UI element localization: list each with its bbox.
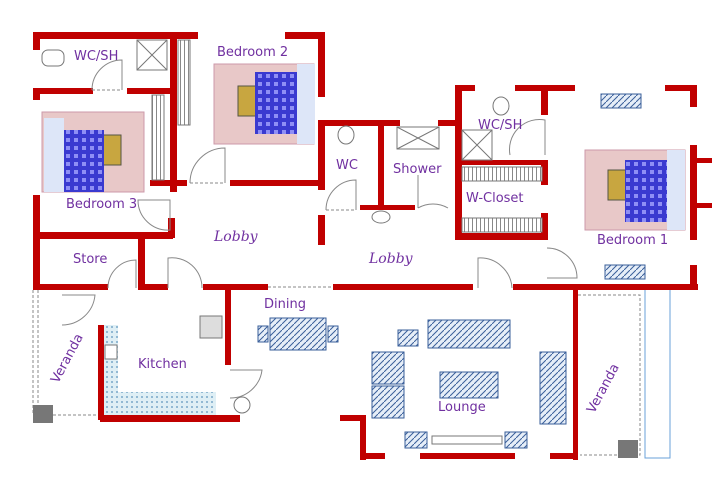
toilet-icon <box>41 49 65 67</box>
dining-table <box>257 317 339 351</box>
room-label-wc: WC <box>336 158 358 173</box>
stove-icon <box>199 315 223 339</box>
closet-rails <box>151 39 543 233</box>
bench-icons <box>600 93 646 280</box>
door-thresholds <box>92 89 356 288</box>
room-label-w-closet: W-Closet <box>466 191 524 206</box>
bed-bedroom-3 <box>41 111 145 193</box>
room-labels: WC/SH Bedroom 2 Bedroom 3 WC Shower WC/SH W-Cl… <box>48 45 668 416</box>
room-label-dining: Dining <box>264 297 306 312</box>
walls <box>33 32 712 460</box>
basin-icon <box>233 396 251 414</box>
room-label-shower: Shower <box>393 162 442 177</box>
toilet-icon <box>337 125 355 145</box>
sink-icon <box>104 344 118 360</box>
veranda-outlines <box>32 290 671 459</box>
room-label-lobby-right: Lobby <box>368 251 414 267</box>
basin-icon <box>371 210 391 224</box>
bed-bedroom-2 <box>213 63 315 145</box>
bed-bedroom-1 <box>584 149 686 231</box>
room-label-veranda-left: Veranda <box>48 331 86 385</box>
fixtures <box>41 39 543 233</box>
doors <box>61 59 578 399</box>
room-label-store: Store <box>73 252 107 267</box>
room-label-bedroom-1: Bedroom 1 <box>597 233 668 248</box>
room-label-kitchen: Kitchen <box>138 357 187 372</box>
kitchen-fittings <box>104 315 251 415</box>
room-label-bedroom-2: Bedroom 2 <box>217 45 288 60</box>
lounge-furniture <box>371 319 567 449</box>
room-label-bedroom-3: Bedroom 3 <box>66 197 137 212</box>
room-label-veranda-right: Veranda <box>584 361 622 415</box>
tv-unit <box>431 435 503 445</box>
shower-tray-icon <box>136 39 493 161</box>
toilet-icon <box>492 96 510 116</box>
room-label-lounge: Lounge <box>438 400 486 415</box>
room-label-lobby-left: Lobby <box>213 229 259 245</box>
room-label-wc-sh-right: WC/SH <box>478 118 522 133</box>
room-label-wc-sh-left: WC/SH <box>74 49 118 64</box>
